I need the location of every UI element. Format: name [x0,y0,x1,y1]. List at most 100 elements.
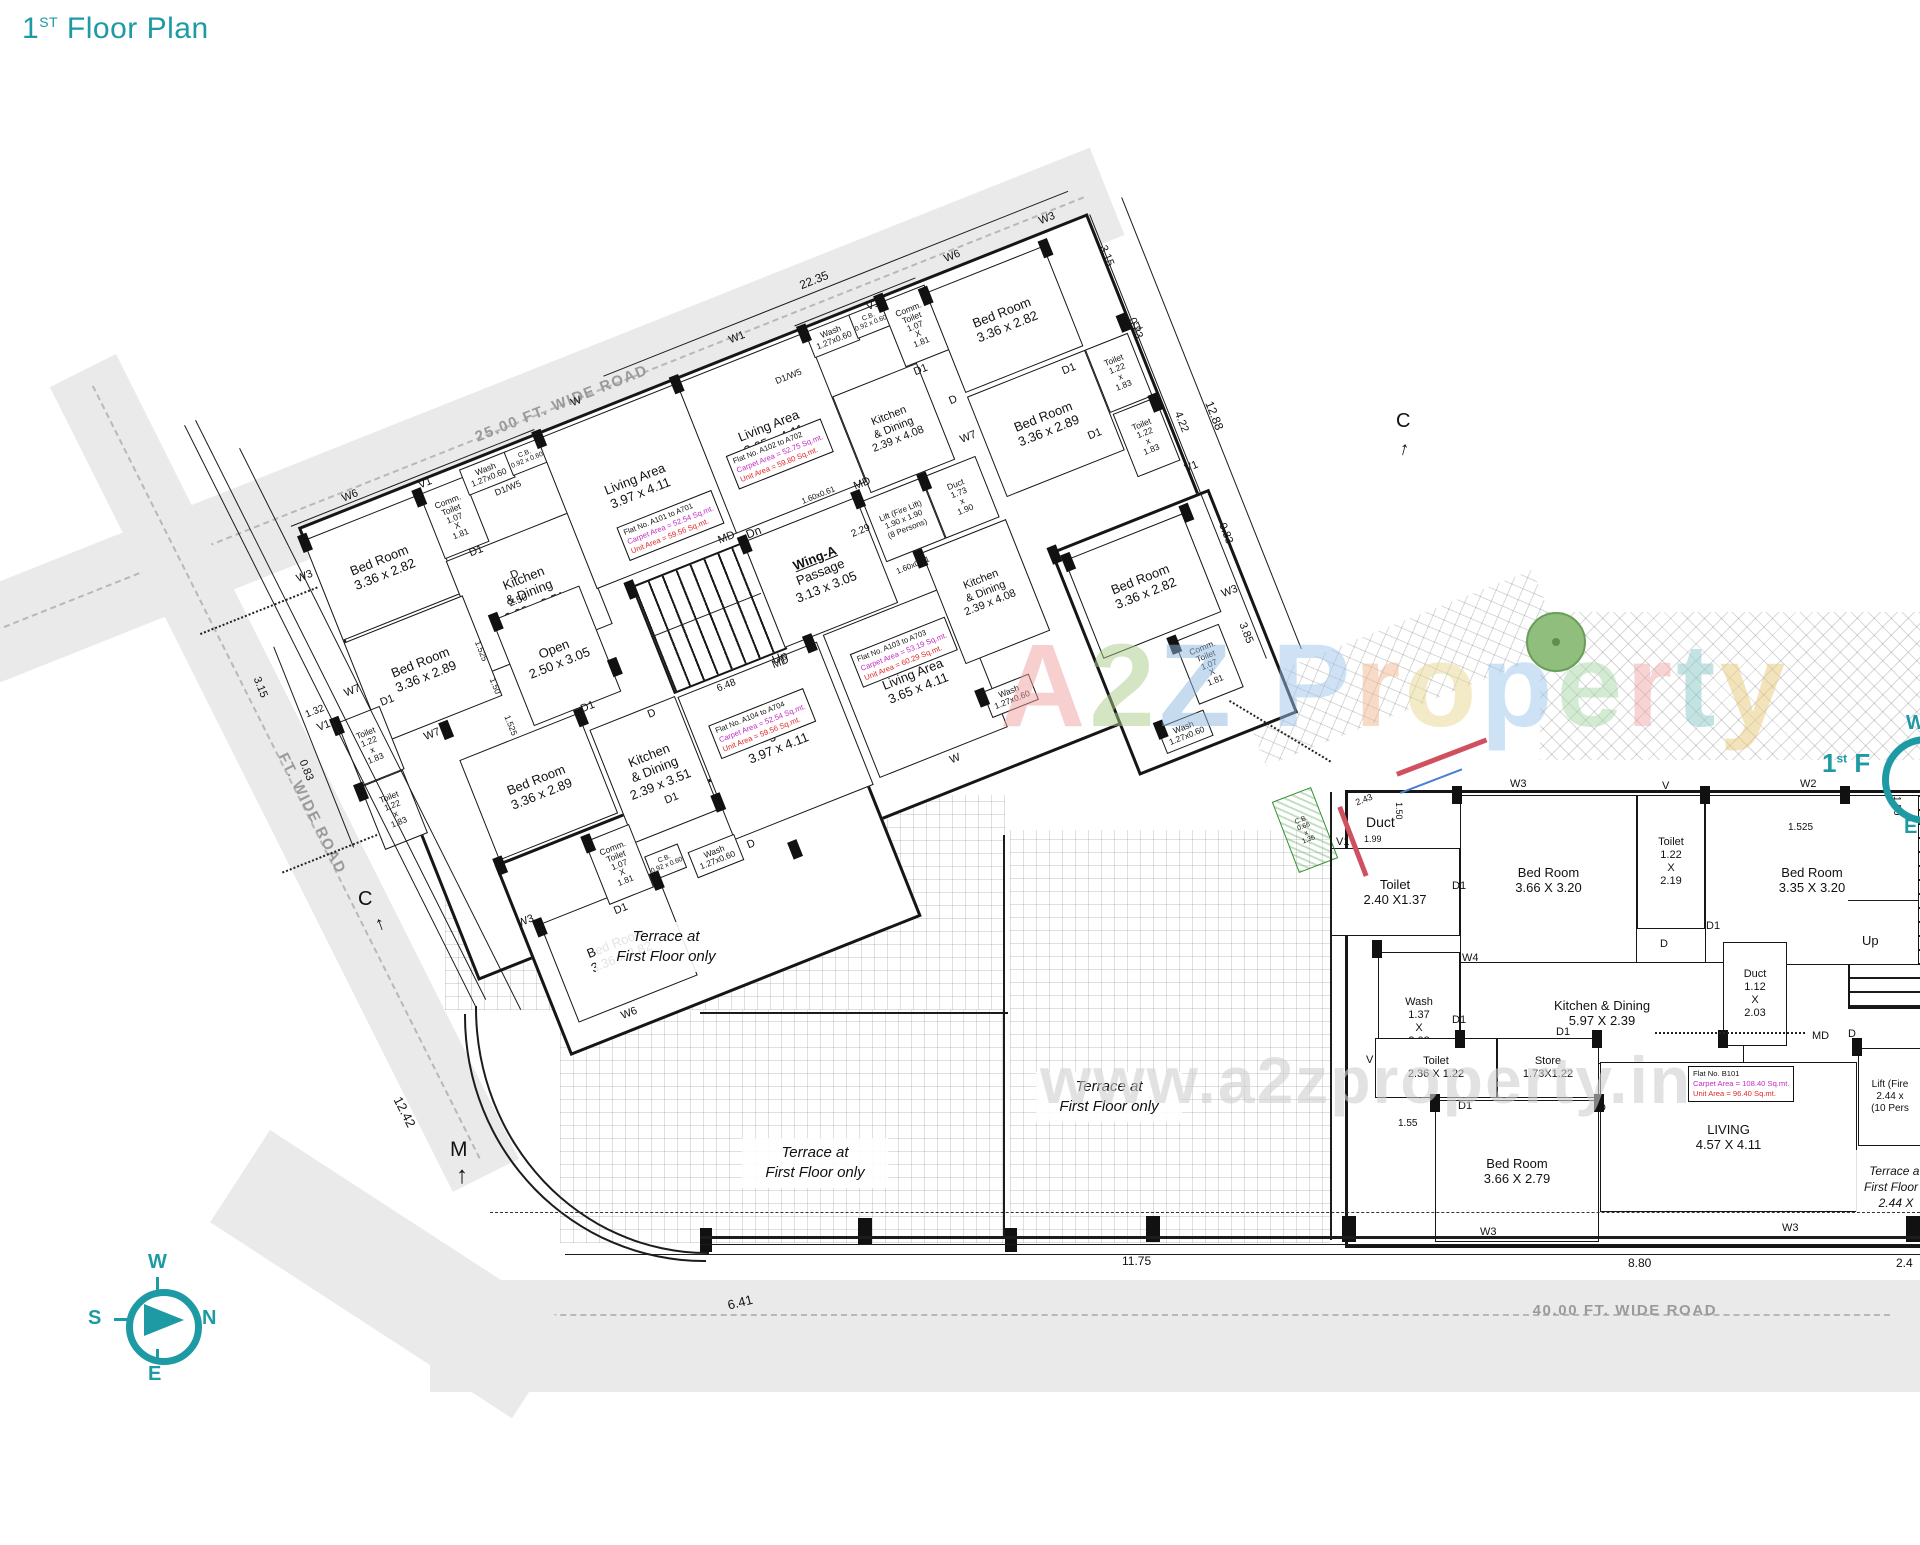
room-label: 1.81 [911,334,931,350]
room-label: 1.83 [1141,441,1161,457]
tag-W4: W4 [1462,952,1479,964]
room-label: LIVING [1707,1121,1750,1137]
tag-W2: W2 [1800,778,1817,790]
room-label: X [1415,1022,1423,1034]
compass-n: N [202,1307,217,1329]
compass-rose-wing-b: W E [1820,700,1920,850]
tag-1.525: 1.525 [1788,822,1814,833]
room-label: First Floor only [765,1164,865,1181]
room-label: 1.90 [955,501,975,517]
room-label: Duct [1743,968,1767,981]
room-label: Lift (Fire [1871,1079,1909,1091]
fragment-text: F [1847,748,1871,778]
tag-D1: D1 [1556,1026,1571,1038]
tag-V: V [1662,780,1670,792]
title-number: 1 [22,12,40,45]
title-ordinal: ST [39,14,59,30]
room-label: Terrace at [1869,1163,1920,1178]
tag-D: D [1660,938,1668,950]
room-label: 3.66 X 3.20 [1515,880,1582,895]
wall-pier [1592,1030,1602,1048]
room-label: 2.03 [1744,1006,1766,1019]
wall-bottom-thick [700,1236,1920,1239]
tag-V: V [1366,1054,1374,1066]
room-label: 1.81 [451,526,471,542]
watermark-letter: r [1354,620,1405,752]
room-label: 1.12 [1744,981,1766,994]
room-label: 2.36 X 1.22 [1407,1068,1465,1080]
wall-pier [1840,786,1850,804]
terrace-hatch-middle [1010,830,1330,1243]
watermark-brand: A2Z Property [1000,618,1789,754]
wall-bottom-thin [700,1244,1920,1245]
tag-1.99: 1.99 [1364,834,1382,844]
compass-tick [114,1318,128,1321]
dim-bottom [565,1254,1920,1255]
room-label: 4.57 X 4.11 [1695,1137,1762,1152]
tag-Duct: Duct [1366,814,1395,830]
tag-D1: D1 [1706,920,1721,932]
room-label: 2.44 x [1876,1091,1904,1103]
room-label: 1.73X1.22 [1522,1068,1574,1080]
room-label: Bed Room [1781,864,1843,880]
wall-pier [1906,1216,1920,1242]
room-label: 5.97 X 2.39 [1568,1013,1636,1028]
tag-W3: W3 [1510,778,1527,790]
compass-w: W [148,1251,167,1273]
tag-↑: ↑ [1396,438,1412,461]
wall-pier [1452,786,1462,804]
tag-D1: D1 [1452,1014,1467,1026]
compass-w: W [1906,712,1920,734]
flat-no: Flat No. B101 [1693,1069,1740,1078]
wall-pier [1005,1228,1017,1252]
watermark-letter: 2 [1089,620,1159,752]
tag-W3: W3 [1782,1222,1799,1234]
room-label: 2.19 [1660,874,1682,887]
room-label: Toilet [1423,1055,1449,1068]
compass-ring [1882,736,1920,824]
room-label: 1.83 [365,750,386,766]
compass-s: S [88,1307,102,1329]
terr-wall-1 [1003,835,1005,1239]
compass-north-arrow [144,1304,184,1336]
tag-1.55: 1.55 [1398,1118,1418,1129]
room-label: 2.40 X1.37 [1363,892,1427,907]
compass-e: E [148,1363,162,1385]
wall-pier [700,1228,712,1252]
tag-8.80: 8.80 [1628,1256,1652,1270]
watermark-letter [1235,620,1272,752]
room-label: 1.36 [1301,834,1317,846]
wingb-stair-rail [1848,900,1918,901]
flat-carpet: Carpet Area = 108.40 Sq.mt. [1693,1078,1790,1088]
page-title: 1ST Floor Plan [22,12,209,46]
watermark-letter: e [1556,620,1627,752]
room-label: 2.44 X [1878,1196,1914,1211]
road-corner [210,1130,572,1419]
room-label: Wash [1405,996,1433,1009]
flat-unit: Unit Area = 96.40 Sq.mt. [1693,1088,1776,1098]
tag-1.50: 1.50 [1394,802,1404,820]
wall-pier [1718,1030,1728,1048]
wall-pier [1372,940,1382,958]
room-label: X [1751,994,1759,1006]
tag-W3: W3 [1480,1226,1497,1238]
room-label: Terrace at [632,927,700,945]
room-label: Terrace at [781,1143,849,1161]
room-label: Terrace at [1075,1077,1143,1095]
tag-C: C [1396,410,1411,432]
road-bottom-label: 40.00 FT. WIDE ROAD [1532,1302,1718,1320]
tag-MD: MD [1812,1030,1830,1042]
tag-2.4: 2.4 [1896,1256,1913,1270]
room-label: 1.81 [616,872,636,889]
wall-pier [1342,1216,1356,1242]
wall-pier [1700,786,1710,804]
watermark-letter: A [1000,620,1090,752]
room-label: First Floor o [1863,1179,1920,1194]
room-label: 3.66 X 2.79 [1483,1171,1551,1186]
compass-tick [156,1277,159,1291]
